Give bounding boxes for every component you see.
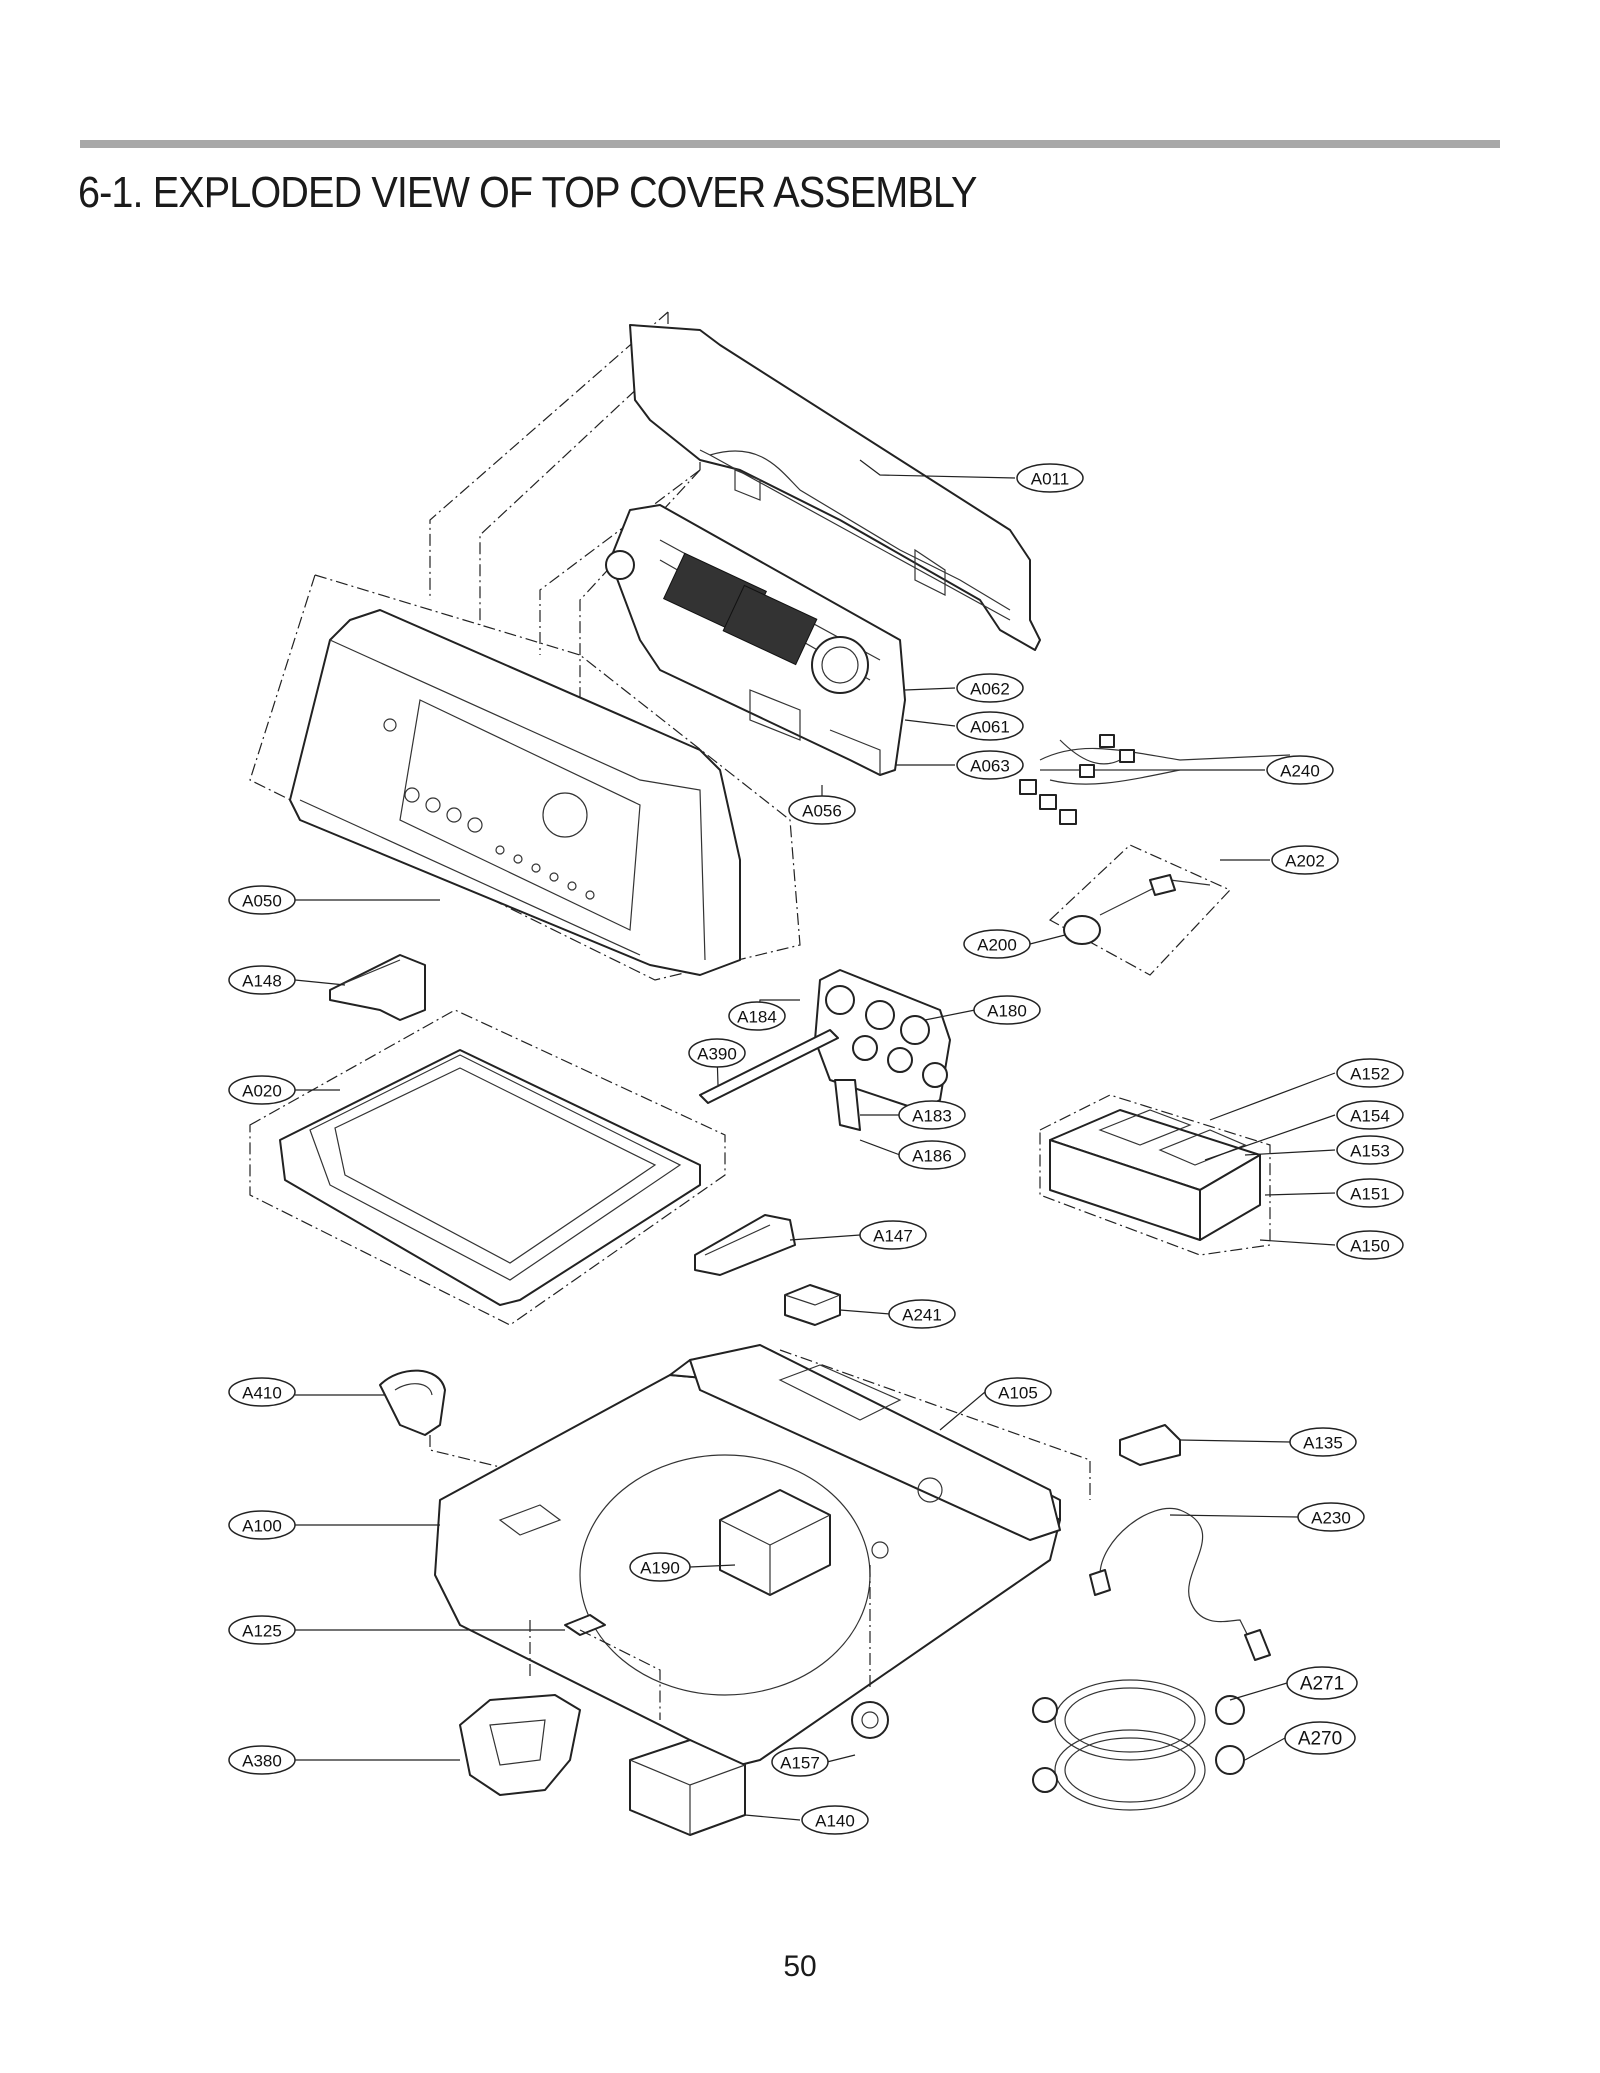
control-panel-housing-part [249,574,801,981]
callout-A061: A061 [956,711,1024,741]
pressure-switch-part [1048,844,1232,976]
svg-text:A140: A140 [815,1812,855,1831]
page-title: 6-1. EXPLODED VIEW OF TOP COVER ASSEMBLY [78,168,977,217]
water-valve-part [699,969,951,1131]
callout-A186: A186 [898,1140,966,1170]
callout-A063: A063 [956,750,1024,780]
callout-A183: A183 [898,1100,966,1130]
inlet-hoses-part [1032,1679,1245,1811]
svg-text:A270: A270 [1298,1729,1342,1750]
lid-switch-part [579,1629,746,1836]
callout-A270: A270 [1284,1721,1356,1755]
callout-A180: A180 [973,995,1041,1025]
svg-text:A153: A153 [1350,1142,1390,1161]
cup-part [379,1369,446,1436]
wire-harness-part [1019,734,1291,825]
callout-A230: A230 [1297,1502,1365,1532]
svg-text:A056: A056 [802,802,842,821]
svg-text:A183: A183 [912,1107,952,1126]
callout-A151: A151 [1336,1178,1404,1208]
svg-text:A190: A190 [640,1559,680,1578]
callout-A380: A380 [228,1745,296,1775]
lid-part [249,1009,726,1326]
svg-text:A148: A148 [242,972,282,991]
svg-text:A200: A200 [977,936,1017,955]
hinge-bracket-left-part [329,954,426,1021]
svg-text:A011: A011 [1031,470,1069,489]
svg-text:A135: A135 [1303,1434,1343,1453]
cap-part [851,1565,889,1739]
panel-buttons [404,787,595,900]
svg-text:A241: A241 [902,1306,942,1325]
callout-A020: A020 [228,1075,296,1105]
svg-text:A100: A100 [242,1517,282,1536]
rear-panel-part [629,324,1041,651]
svg-text:A150: A150 [1350,1237,1390,1256]
svg-text:A380: A380 [242,1752,282,1771]
svg-text:A147: A147 [873,1227,913,1246]
svg-text:A271: A271 [1300,1674,1344,1695]
svg-text:A186: A186 [912,1147,952,1166]
callout-A056: A056 [788,795,856,825]
title-rule [80,140,1500,148]
callout-A157: A157 [771,1747,829,1777]
power-cord-part [1089,1507,1271,1661]
leader-lines [294,459,1336,1821]
callout-A140: A140 [801,1805,869,1835]
dispenser-drawer-part [1039,1094,1271,1256]
callout-A125: A125 [228,1615,296,1645]
callout-A150: A150 [1336,1230,1404,1260]
svg-text:A063: A063 [970,757,1010,776]
callout-A100: A100 [228,1510,296,1540]
rear-plastic-top-part [689,1344,1091,1541]
svg-text:A157: A157 [780,1754,820,1773]
callout-A410: A410 [228,1377,296,1407]
svg-text:A152: A152 [1350,1065,1390,1084]
svg-text:A240: A240 [1280,762,1320,781]
callout-A202: A202 [1271,845,1339,875]
control-board-part [605,504,906,776]
callout-A200: A200 [963,929,1031,959]
callout-A184: A184 [728,1001,786,1031]
callout-A062: A062 [956,673,1024,703]
callout-A153: A153 [1336,1135,1404,1165]
callout-A241: A241 [888,1299,956,1329]
hinge-bracket-right-part [694,1214,796,1276]
svg-text:A105: A105 [998,1384,1038,1403]
svg-text:A390: A390 [697,1045,737,1064]
callout-A240: A240 [1266,755,1334,785]
callout-A147: A147 [859,1220,927,1250]
svg-text:A050: A050 [242,892,282,911]
callout-A135: A135 [1289,1427,1357,1457]
svg-text:A180: A180 [987,1002,1027,1021]
svg-text:A125: A125 [242,1622,282,1641]
callout-A390: A390 [688,1038,746,1068]
callout-A152: A152 [1336,1058,1404,1088]
svg-text:A154: A154 [1350,1107,1390,1126]
clip-bracket-part [1119,1424,1181,1466]
callout-A190: A190 [629,1552,691,1582]
callout-A050: A050 [228,885,296,915]
svg-text:A061: A061 [970,718,1010,737]
callout-A271: A271 [1286,1666,1358,1700]
svg-text:A410: A410 [242,1384,282,1403]
pump-housing-part [459,1620,581,1796]
small-box-part [784,1284,841,1326]
callout-A011: A011 [1016,463,1084,493]
svg-text:A184: A184 [737,1008,777,1027]
svg-text:A202: A202 [1285,852,1325,871]
svg-text:A230: A230 [1311,1509,1351,1528]
page-number: 50 [783,1950,817,1983]
svg-text:A062: A062 [970,680,1010,699]
callout-A154: A154 [1336,1100,1404,1130]
callout-A148: A148 [228,965,296,995]
svg-text:A151: A151 [1350,1185,1390,1204]
callout-A105: A105 [984,1377,1052,1407]
svg-text:A020: A020 [242,1082,282,1101]
display-grid [662,552,818,666]
